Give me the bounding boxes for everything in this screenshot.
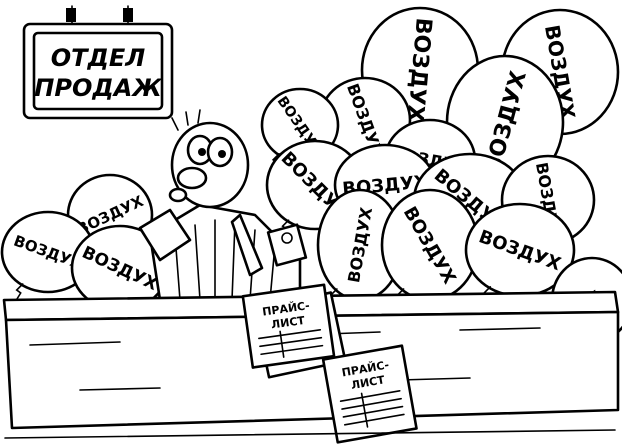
sign-line-1: ОТДЕЛ bbox=[51, 44, 146, 72]
price-list-floor-title-2: ЛИСТ bbox=[350, 373, 386, 392]
price-list-floor: ПРАЙС- ЛИСТ bbox=[321, 344, 418, 444]
balloon: ВОЗДУХ bbox=[380, 188, 480, 307]
pupil-right bbox=[218, 150, 226, 158]
salesman-figure bbox=[138, 109, 308, 302]
badge-photo bbox=[281, 232, 293, 244]
balloon-knot bbox=[14, 283, 24, 302]
salesman-tie bbox=[230, 213, 264, 277]
price-list-floor-table bbox=[339, 389, 405, 428]
floor-line bbox=[4, 429, 616, 439]
sign-line-2: ПРОДАЖ bbox=[34, 74, 162, 102]
price-list-title-2: ЛИСТ bbox=[270, 314, 306, 332]
pupil-left bbox=[198, 148, 206, 156]
price-list-floor-sheet bbox=[321, 344, 418, 444]
price-list-stack: ПРАЙС- ЛИСТ bbox=[241, 283, 347, 379]
balloon: ВОЗДУХ bbox=[70, 224, 170, 320]
sales-department-sign: ОТДЕЛ ПРОДАЖ bbox=[22, 5, 174, 120]
counter-front bbox=[4, 310, 620, 430]
salesman-nose bbox=[176, 166, 208, 190]
sign-hook-right bbox=[123, 8, 133, 22]
salesman-hair bbox=[171, 109, 201, 131]
sign-hook-left bbox=[66, 8, 76, 22]
salesman-mouth bbox=[168, 187, 188, 203]
salesman-jacket-stripes bbox=[174, 219, 276, 301]
salesman-arm bbox=[138, 208, 192, 262]
balloon: ВОЗДУХ bbox=[316, 188, 404, 307]
price-list-table bbox=[258, 328, 324, 358]
balloon: ВОЗДУХ bbox=[318, 76, 412, 172]
salesman-badge bbox=[266, 223, 308, 267]
sales-counter bbox=[2, 290, 620, 430]
sign-panel bbox=[32, 31, 164, 111]
